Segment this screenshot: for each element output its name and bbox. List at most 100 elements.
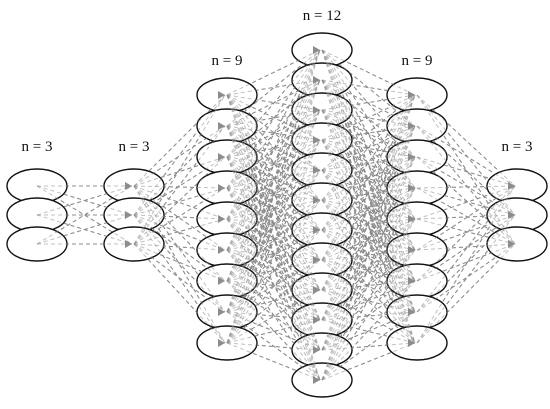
connection-overlay-4-2-1: [416, 156, 516, 216]
connection-overlay-1-2-5: [133, 243, 226, 251]
connection-overlay-2-3-10: [226, 187, 321, 351]
connection-overlay-2-3-4: [226, 169, 321, 189]
arrowhead-hidden-3-1: [313, 76, 320, 84]
connection-overlay-3-10-7: [321, 311, 416, 351]
connection-overlay-3-2-0: [321, 94, 416, 111]
connection-overlay-4-8-1: [416, 214, 516, 344]
connection-overlay-3-1-2: [321, 79, 416, 158]
arrowhead-hidden-3-9: [313, 316, 320, 324]
connection-overlay-1-1-1: [133, 125, 226, 216]
connection-overlay-3-10-8: [321, 342, 416, 351]
connection-overlay-2-8-11: [226, 342, 321, 381]
connection-overlay-4-7-0: [416, 185, 516, 313]
connection-overlay-3-2-7: [321, 109, 416, 313]
connection-overlay-3-0-1: [321, 49, 416, 127]
connection-overlay-3-11-0: [321, 94, 416, 381]
arrowhead-hidden-2-8: [218, 339, 225, 347]
connection-overlay-1-0-5: [133, 185, 226, 251]
connection-overlay-3-1-5: [321, 79, 416, 251]
layer-label-output: n = 3: [502, 139, 533, 155]
connection-overlay-2-8-4: [226, 169, 321, 344]
connection-overlay-2-1-0: [226, 49, 321, 127]
connection-overlay-2-2-8: [226, 156, 321, 291]
connection-overlay-2-6-1: [226, 79, 321, 282]
connection-overlay-2-1-6: [226, 125, 321, 231]
connection-overlay-4-6-1: [416, 214, 516, 282]
connection-overlay-2-8-3: [226, 139, 321, 344]
connection-overlay-3-6-0: [321, 94, 416, 231]
arrowhead-hidden-2-1: [218, 122, 225, 130]
connection-overlay-4-3-1: [416, 187, 516, 216]
connection-overlay-3-6-1: [321, 125, 416, 231]
connection-overlay-2-7-0: [226, 49, 321, 313]
arrowhead-hidden-3-6: [313, 226, 320, 234]
connection-overlay-3-8-2: [321, 156, 416, 291]
connection-overlay-2-2-3: [226, 139, 321, 158]
connection-overlay-4-1-2: [416, 125, 516, 245]
connection-overlay-4-1-0: [416, 125, 516, 187]
connection-overlay-3-0-0: [321, 49, 416, 96]
connection-overlay-3-9-7: [321, 311, 416, 321]
connection-overlay-4-7-2: [416, 243, 516, 313]
connection-overlay-1-2-3: [133, 187, 226, 245]
connection-overlay-3-0-7: [321, 49, 416, 313]
connection-overlay-2-4-2: [226, 109, 321, 220]
neurons-layer: [6, 32, 548, 398]
connection-overlay-3-4-1: [321, 125, 416, 171]
connection-overlay-3-3-7: [321, 139, 416, 313]
connection-overlay-2-5-1: [226, 79, 321, 251]
connection-overlay-2-7-2: [226, 109, 321, 313]
connection-overlay-4-4-1: [416, 214, 516, 220]
connection-overlay-2-8-10: [226, 342, 321, 351]
connection-overlay-4-3-0: [416, 185, 516, 189]
connection-overlay-3-1-0: [321, 79, 416, 96]
layer-label-hidden-1: n = 3: [119, 139, 150, 155]
layer-label-hidden-4: n = 9: [402, 53, 433, 69]
connection-overlay-1-0-3: [133, 185, 226, 189]
connection-overlay-1-2-0: [133, 94, 226, 245]
connection-overlay-3-11-2: [321, 156, 416, 381]
arrowhead-hidden-4-1: [408, 122, 415, 130]
connection-overlay-4-8-2: [416, 243, 516, 344]
connection-overlay-3-9-0: [321, 94, 416, 321]
connection-overlay-3-5-8: [321, 199, 416, 344]
connection-overlay-3-11-4: [321, 218, 416, 381]
connection-overlay-2-6-10: [226, 280, 321, 351]
connection-overlay-3-11-1: [321, 125, 416, 381]
connection-overlay-2-2-0: [226, 49, 321, 158]
connection-overlay-2-8-1: [226, 79, 321, 344]
connection-overlay-3-11-3: [321, 187, 416, 381]
connection-overlay-3-6-6: [321, 229, 416, 282]
connection-overlay-3-1-6: [321, 79, 416, 282]
connection-overlay-3-3-8: [321, 139, 416, 344]
connection-overlay-3-7-7: [321, 259, 416, 313]
connection-overlay-4-5-2: [416, 243, 516, 251]
connection-overlay-0-2-0: [36, 185, 133, 245]
arrowhead-hidden-3-4: [313, 166, 320, 174]
connection-overlay-1-0-7: [133, 185, 226, 313]
connection-overlay-4-4-0: [416, 185, 516, 220]
connection-overlay-2-6-11: [226, 280, 321, 381]
connection-overlay-1-0-0: [133, 94, 226, 187]
connection-overlay-4-1-1: [416, 125, 516, 216]
connection-overlay-2-4-11: [226, 218, 321, 381]
connection-overlay-4-6-2: [416, 243, 516, 282]
connection-overlay-1-0-8: [133, 185, 226, 344]
connection-overlay-1-2-6: [133, 243, 226, 282]
connection-overlay-3-11-8: [321, 342, 416, 381]
connection-overlay-1-1-4: [133, 214, 226, 220]
arrowhead-hidden-2-7: [218, 308, 225, 316]
arrowhead-hidden-3-5: [313, 196, 320, 204]
connection-overlay-2-6-8: [226, 280, 321, 291]
connection-overlay-2-8-6: [226, 229, 321, 344]
connection-overlay-2-5-9: [226, 249, 321, 321]
connection-overlay-3-7-1: [321, 125, 416, 261]
labels-layer: n = 3 n = 3 n = 9 n = 12 n = 9 n = 3: [22, 8, 533, 155]
neuron-output-2: [486, 226, 548, 262]
connection-overlay-2-7-3: [226, 139, 321, 313]
connection-overlay-4-0-0: [416, 94, 516, 187]
connection-overlay-1-1-2: [133, 156, 226, 216]
connection-overlay-3-11-7: [321, 311, 416, 381]
connection-overlay-1-1-8: [133, 214, 226, 344]
connection-overlay-4-8-0: [416, 185, 516, 344]
